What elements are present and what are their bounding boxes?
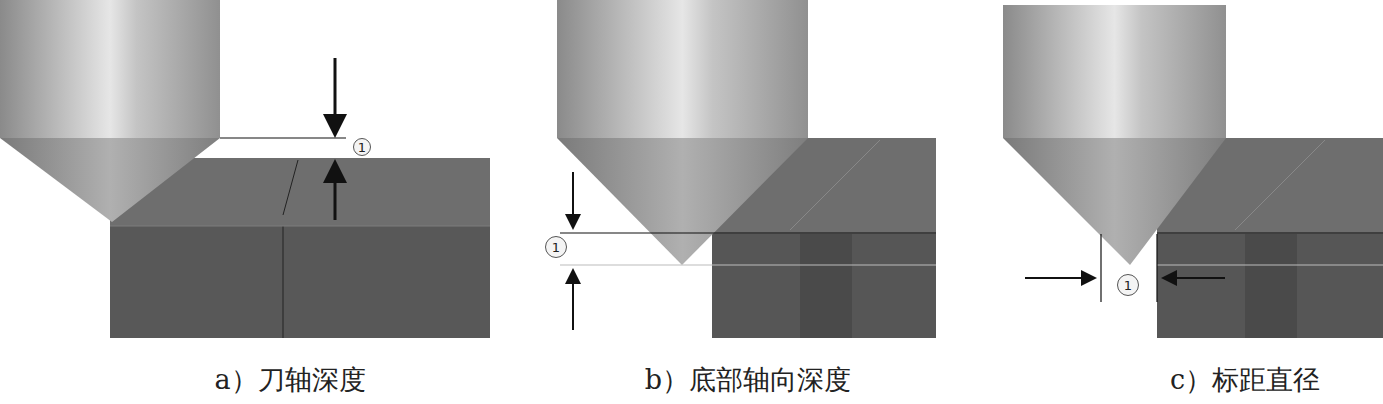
callout-number: 1 <box>545 236 567 258</box>
callout-number: 1 <box>1117 274 1139 296</box>
subfigure-caption: a）刀轴深度 <box>214 364 365 396</box>
subfigure-caption: c）标距直径 <box>1170 364 1320 396</box>
panel-c <box>1003 5 1383 338</box>
subfigure-caption: b）底部轴向深度 <box>645 364 851 396</box>
panel-a <box>0 0 490 338</box>
callout-number: 1 <box>353 138 371 156</box>
panel-b <box>557 0 936 338</box>
